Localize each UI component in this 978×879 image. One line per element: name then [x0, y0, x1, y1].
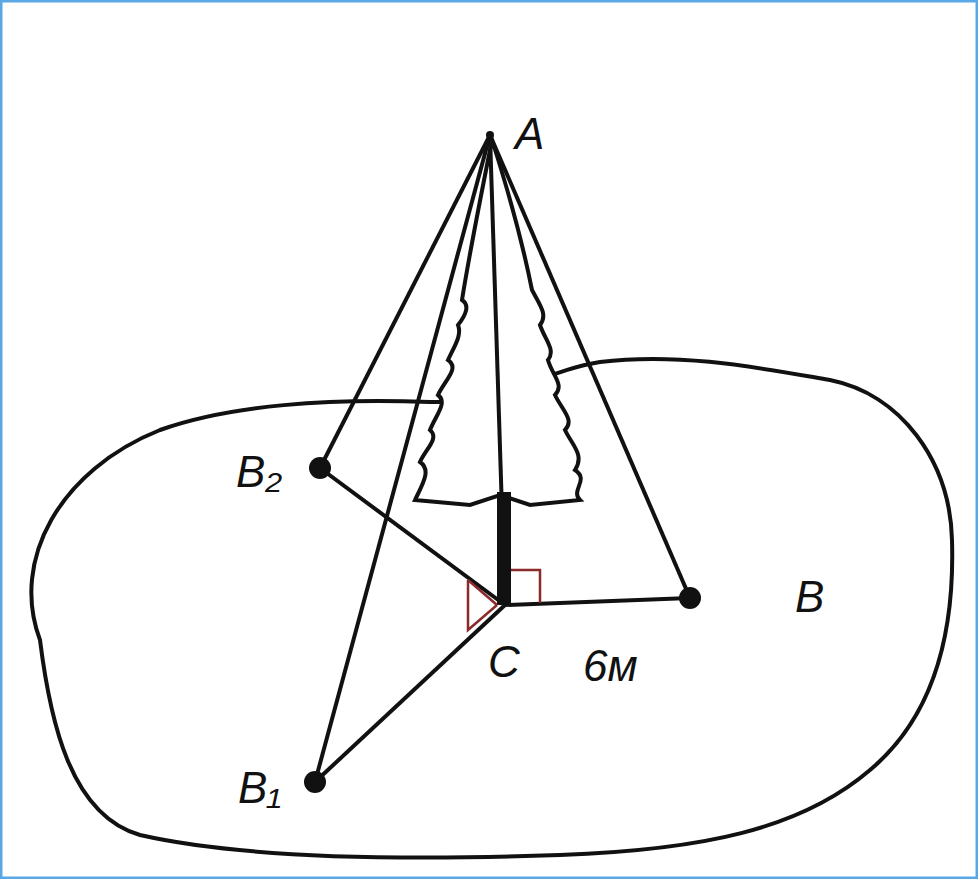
right-angle-marks [468, 570, 540, 630]
point-label: B₂ [236, 450, 282, 494]
point-label: C [488, 640, 520, 684]
point-label: B₁ [238, 766, 281, 810]
points [304, 131, 701, 793]
dimension-label: 6м [583, 644, 638, 688]
segments [315, 135, 690, 782]
plane-label: B [795, 575, 824, 619]
point-label: A [515, 112, 544, 156]
